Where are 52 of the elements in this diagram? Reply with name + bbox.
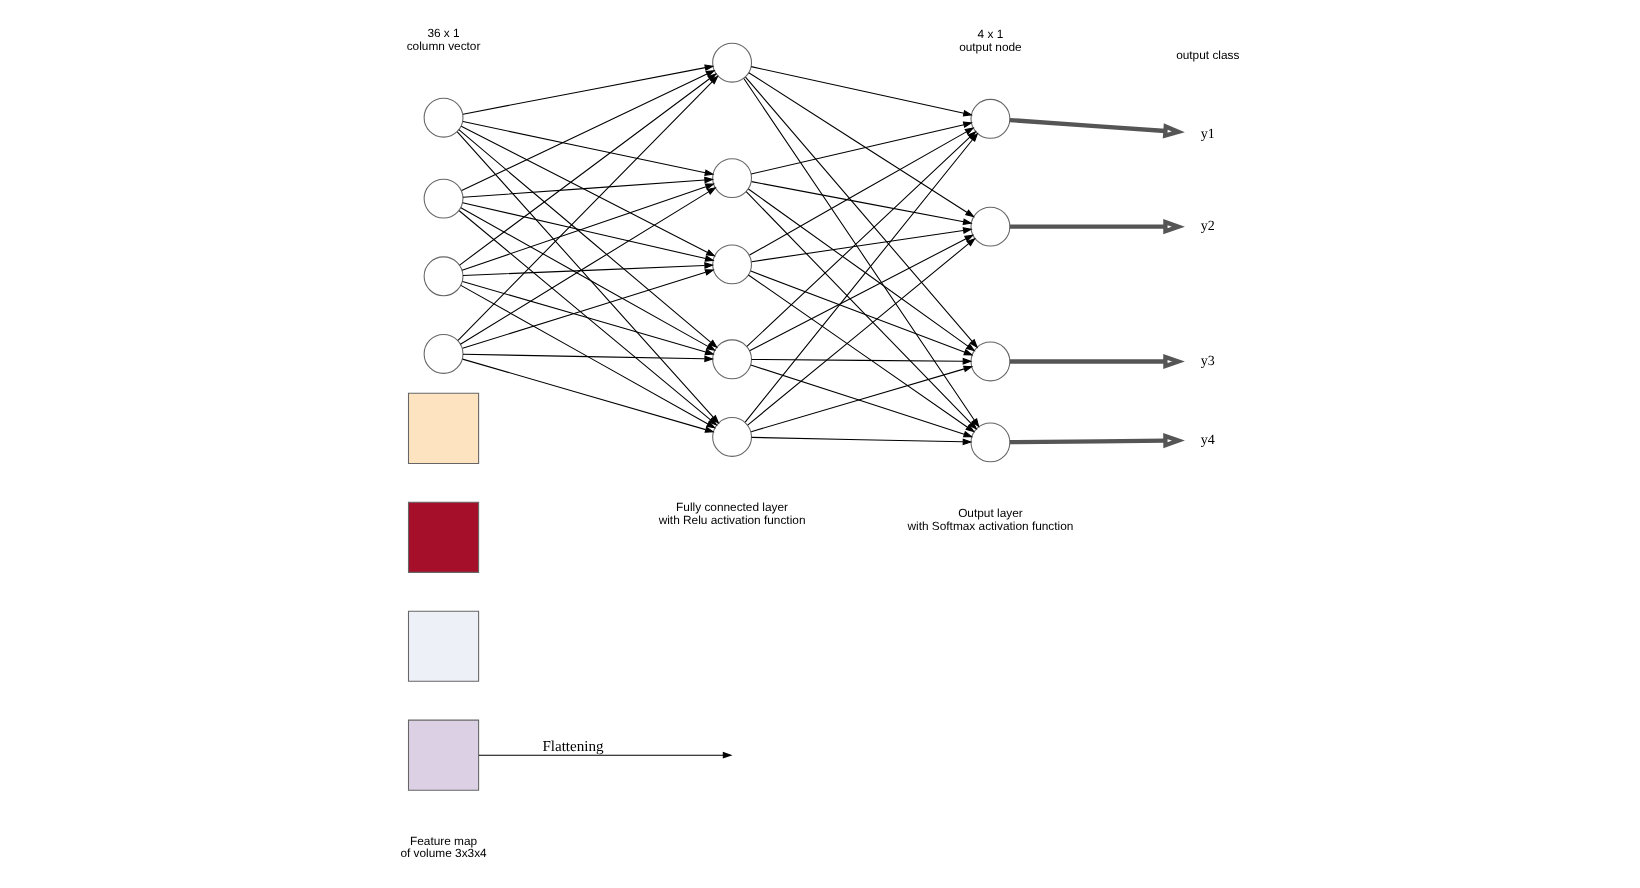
arrow [462,280,715,356]
arrow [462,121,715,176]
edge-label: Flattening [542,737,604,756]
arrow [750,121,973,175]
arrow [462,269,715,349]
node-circle [423,333,464,374]
arrow [747,188,976,352]
node-box [407,501,480,573]
node-circle [712,158,753,199]
arrow [750,270,974,356]
arrow [462,202,715,262]
node-circle [712,244,753,285]
node-circle [712,42,753,83]
arrow [751,181,973,226]
arrow [462,64,715,115]
node-box [407,719,480,791]
node-circle [970,341,1011,382]
arrow [461,70,716,192]
arrow [751,227,973,263]
arrow [462,358,715,433]
node-circle [423,256,464,297]
arrow [459,73,718,266]
node-circle [423,178,464,219]
arrow [462,353,715,363]
arrow [1009,433,1185,449]
arrow [1009,117,1185,139]
node-box [407,392,480,464]
node-circle [970,98,1011,139]
node-box [407,610,480,682]
arrow [750,66,973,117]
arrow [1009,219,1185,235]
arrow [1009,353,1185,370]
arrow [749,234,975,352]
arrow [478,751,733,759]
arrow [747,237,976,426]
node-circle [970,206,1011,247]
arrow [458,129,718,349]
arrow [461,183,715,271]
arrow [460,284,717,429]
arrow [751,357,973,365]
node-circle [712,417,753,457]
arrow [460,207,717,351]
node-circle [423,97,464,138]
node-circle [712,339,753,380]
arrow [460,125,716,257]
arrow [462,176,715,198]
arrow [457,75,719,341]
arrow [747,274,976,433]
arrow [745,191,978,431]
arrow [462,262,715,277]
arrow [751,436,973,446]
arrow [459,186,717,345]
